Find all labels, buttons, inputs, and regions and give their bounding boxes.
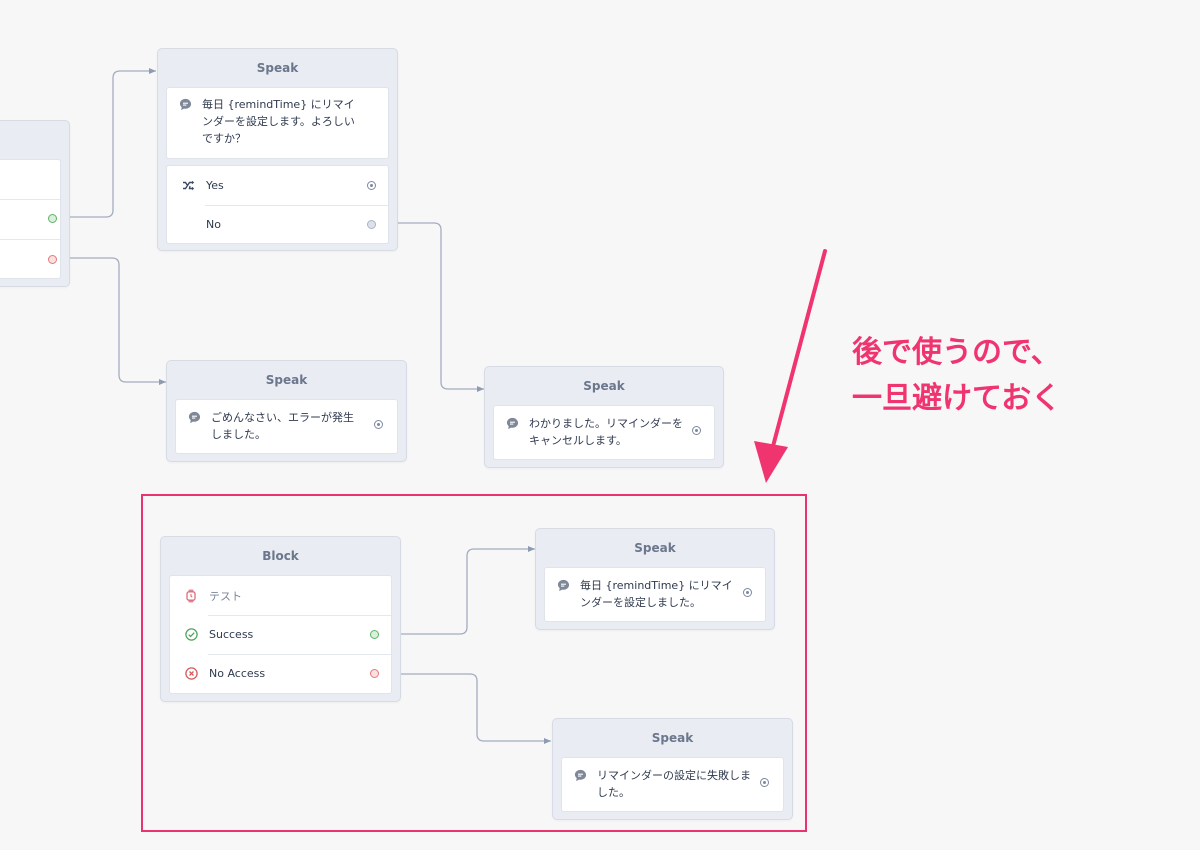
speak-node-cancel[interactable]: Speak わかりました。リマインダーをキャンセルします。 xyxy=(484,366,724,468)
block-name-row[interactable]: テスト xyxy=(170,576,391,615)
speak-card[interactable]: 毎日 {remindTime} にリマインダーを設定します。よろしいですか？ xyxy=(166,87,389,159)
partial-divider xyxy=(0,239,60,240)
success-row[interactable]: Success xyxy=(170,615,391,654)
speak-node-done[interactable]: Speak 毎日 {remindTime} にリマインダーを設定しました。 xyxy=(535,528,775,630)
speech-bubble-icon xyxy=(179,98,192,111)
error-port[interactable] xyxy=(48,255,57,264)
output-port[interactable] xyxy=(743,588,752,597)
node-title: Speak xyxy=(651,731,694,745)
success-label: Success xyxy=(209,628,254,641)
choices-card: Yes No xyxy=(166,165,389,244)
annotation-text: 後で使うので、 一旦避けておく xyxy=(852,330,1061,422)
output-port[interactable] xyxy=(374,420,383,429)
speak-message: 毎日 {remindTime} にリマインダーを設定します。よろしいですか？ xyxy=(202,98,355,145)
speech-bubble-icon xyxy=(574,769,587,782)
speech-bubble-icon xyxy=(188,411,201,424)
speak-message: 毎日 {remindTime} にリマインダーを設定しました。 xyxy=(580,579,733,609)
yes-port[interactable] xyxy=(367,181,376,190)
partial-block-node[interactable] xyxy=(0,120,70,287)
speak-card[interactable]: わかりました。リマインダーをキャンセルします。 xyxy=(493,405,715,460)
check-circle-icon xyxy=(184,628,198,642)
speak-node-error[interactable]: Speak ごめんなさい、エラーが発生しました。 xyxy=(166,360,407,462)
speak-message: わかりました。リマインダーをキャンセルします。 xyxy=(529,417,683,447)
output-port[interactable] xyxy=(692,426,701,435)
annotation-arrow xyxy=(754,249,827,483)
annotation-line-2: 一旦避けておく xyxy=(852,381,1062,416)
x-circle-icon xyxy=(184,667,198,681)
node-title: Speak xyxy=(634,541,676,555)
choice-yes[interactable]: Yes xyxy=(167,166,388,205)
highlight-box xyxy=(141,494,807,832)
speak-card[interactable]: 毎日 {remindTime} にリマインダーを設定しました。 xyxy=(544,567,766,622)
output-port[interactable] xyxy=(760,778,769,787)
speak-node-fail[interactable]: Speak リマインダーの設定に失敗しました。 xyxy=(552,718,793,820)
speak-node-confirm[interactable]: Speak 毎日 {remindTime} にリマインダーを設定します。よろしい… xyxy=(157,48,398,251)
speak-card[interactable]: ごめんなさい、エラーが発生しました。 xyxy=(175,399,398,454)
shuffle-icon xyxy=(181,179,195,193)
block-card: テスト Success No Access xyxy=(169,575,392,694)
success-port[interactable] xyxy=(370,630,379,639)
success-port[interactable] xyxy=(48,214,57,223)
annotation-line-1: 後で使うので、 xyxy=(852,335,1061,370)
no-access-label: No Access xyxy=(209,667,266,680)
choice-no[interactable]: No xyxy=(167,205,388,244)
no-access-port[interactable] xyxy=(370,669,379,678)
partial-divider xyxy=(0,199,60,200)
watch-icon xyxy=(184,589,198,603)
node-title: Block xyxy=(262,549,299,563)
node-title: Speak xyxy=(265,373,308,387)
partial-block-card xyxy=(0,159,61,279)
block-node[interactable]: Block テスト Success No Access xyxy=(160,536,401,702)
choice-label: No xyxy=(206,218,221,231)
choice-label: Yes xyxy=(206,179,224,192)
speak-message: ごめんなさい、エラーが発生しました。 xyxy=(211,411,354,441)
speech-bubble-icon xyxy=(506,417,519,430)
speak-message: リマインダーの設定に失敗しました。 xyxy=(597,769,751,799)
no-access-row[interactable]: No Access xyxy=(170,654,391,693)
speak-card[interactable]: リマインダーの設定に失敗しました。 xyxy=(561,757,784,812)
node-title: Speak xyxy=(583,379,625,393)
node-title: Speak xyxy=(256,61,299,75)
block-name: テスト xyxy=(209,589,242,603)
no-port[interactable] xyxy=(367,220,376,229)
speech-bubble-icon xyxy=(557,579,570,592)
